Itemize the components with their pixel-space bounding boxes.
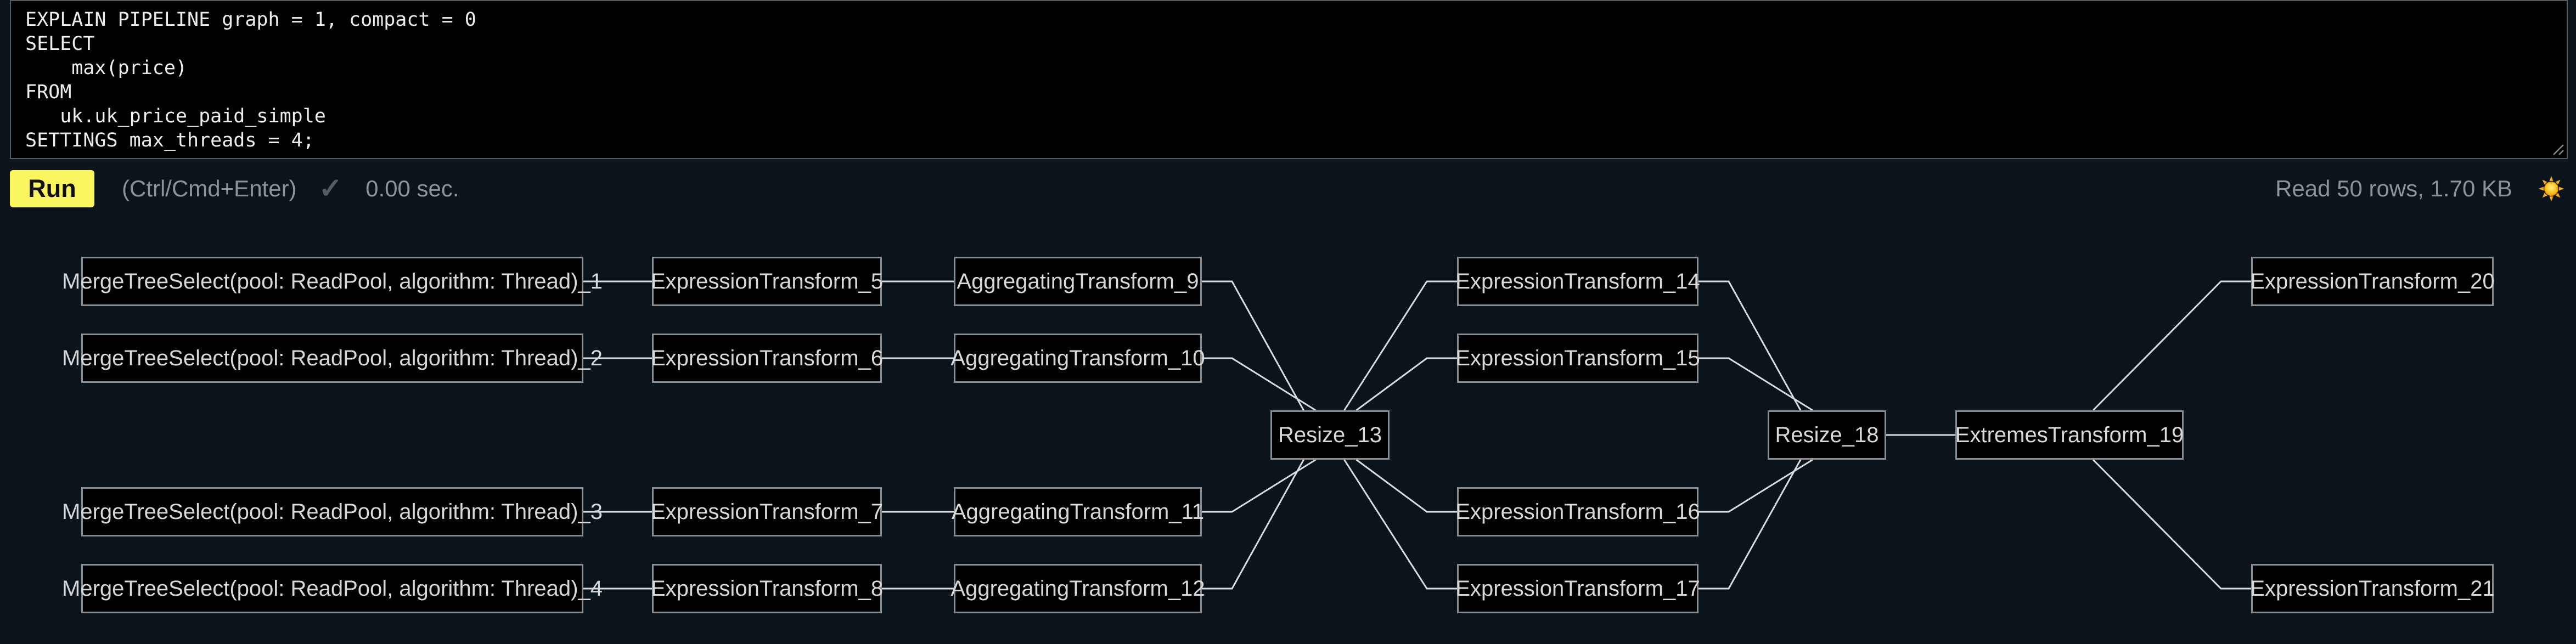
pipeline-node-r18: Resize_18 bbox=[1768, 410, 1886, 460]
pipeline-node-at11: AggregatingTransform_11 bbox=[952, 487, 1204, 536]
pipeline-node-et6: ExpressionTransform_6 bbox=[651, 334, 883, 383]
code-line: max(price) bbox=[25, 57, 188, 79]
success-check-icon: ✓ bbox=[318, 173, 343, 205]
pipeline-node-at12: AggregatingTransform_12 bbox=[950, 564, 1205, 613]
resize-grip-icon[interactable] bbox=[2547, 138, 2566, 157]
pipeline-node-et5: ExpressionTransform_5 bbox=[651, 257, 883, 306]
code-line: uk.uk_price_paid_simple bbox=[25, 105, 326, 127]
pipeline-node-et16: ExpressionTransform_16 bbox=[1455, 487, 1700, 536]
shortcut-hint: (Ctrl/Cmd+Enter) bbox=[122, 176, 297, 201]
pipeline-node-at9: AggregatingTransform_9 bbox=[954, 257, 1202, 306]
pipeline-node-et8: ExpressionTransform_8 bbox=[651, 564, 883, 613]
pipeline-node-mts2: MergeTreeSelect(pool: ReadPool, algorith… bbox=[62, 334, 603, 383]
code-line: EXPLAIN PIPELINE graph = 1, compact = 0 bbox=[25, 9, 476, 31]
pipeline-node-mts1: MergeTreeSelect(pool: ReadPool, algorith… bbox=[62, 257, 603, 306]
pipeline-node-mts3: MergeTreeSelect(pool: ReadPool, algorith… bbox=[62, 487, 603, 536]
run-button[interactable]: Run bbox=[10, 170, 94, 207]
toolbar: Run (Ctrl/Cmd+Enter) ✓ 0.00 sec. Read 50… bbox=[10, 170, 2566, 207]
pipeline-node-mts4: MergeTreeSelect(pool: ReadPool, algorith… bbox=[62, 564, 603, 613]
sun-icon bbox=[2538, 176, 2564, 202]
pipeline-node-r13: Resize_13 bbox=[1270, 410, 1390, 460]
elapsed-time: 0.00 sec. bbox=[365, 176, 459, 201]
code-line: SETTINGS max_threads = 4; bbox=[25, 129, 314, 151]
pipeline-node-et15: ExpressionTransform_15 bbox=[1455, 334, 1700, 383]
pipeline-node-et7: ExpressionTransform_7 bbox=[651, 487, 883, 536]
pipeline-node-et20: ExpressionTransform_20 bbox=[2250, 257, 2495, 306]
pipeline-node-at10: AggregatingTransform_10 bbox=[950, 334, 1205, 383]
code-line: FROM bbox=[25, 81, 72, 103]
pipeline-node-et14: ExpressionTransform_14 bbox=[1455, 257, 1700, 306]
pipeline-node-et17: ExpressionTransform_17 bbox=[1455, 564, 1700, 613]
pipeline-node-ext19: ExtremesTransform_19 bbox=[1955, 410, 2184, 460]
read-stats: Read 50 rows, 1.70 KB bbox=[2275, 176, 2512, 201]
code-line: SELECT bbox=[25, 33, 95, 55]
pipeline-node-et21: ExpressionTransform_21 bbox=[2250, 564, 2495, 613]
theme-toggle-button[interactable] bbox=[2538, 175, 2565, 202]
sql-editor[interactable]: EXPLAIN PIPELINE graph = 1, compact = 0 … bbox=[10, 0, 2568, 159]
